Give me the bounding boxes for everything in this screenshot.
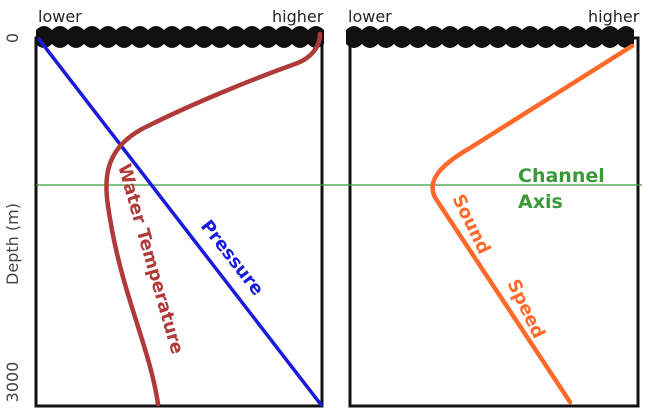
- water-surface-left: [36, 26, 324, 48]
- water-surface-right: [346, 26, 634, 48]
- right-axis-low-label: lower: [348, 7, 392, 26]
- left-axis-high-label: higher: [272, 7, 324, 26]
- sound-speed-curve: [430, 43, 635, 405]
- depth-top-value: 0: [3, 33, 22, 43]
- left-axis-low-label: lower: [38, 7, 82, 26]
- depth-bottom-value: 3000: [3, 362, 22, 403]
- right-panel-frame: [348, 36, 640, 408]
- channel-axis-label-line2: Axis: [518, 191, 563, 213]
- right-axis-high-label: higher: [588, 7, 640, 26]
- channel-axis-label-line1: Channel: [518, 165, 605, 187]
- water-temperature-label: Water Temperature: [113, 162, 187, 357]
- pressure-curve: [36, 36, 324, 408]
- depth-axis-label: Depth (m): [3, 203, 22, 285]
- water-temperature-curve: [104, 31, 323, 407]
